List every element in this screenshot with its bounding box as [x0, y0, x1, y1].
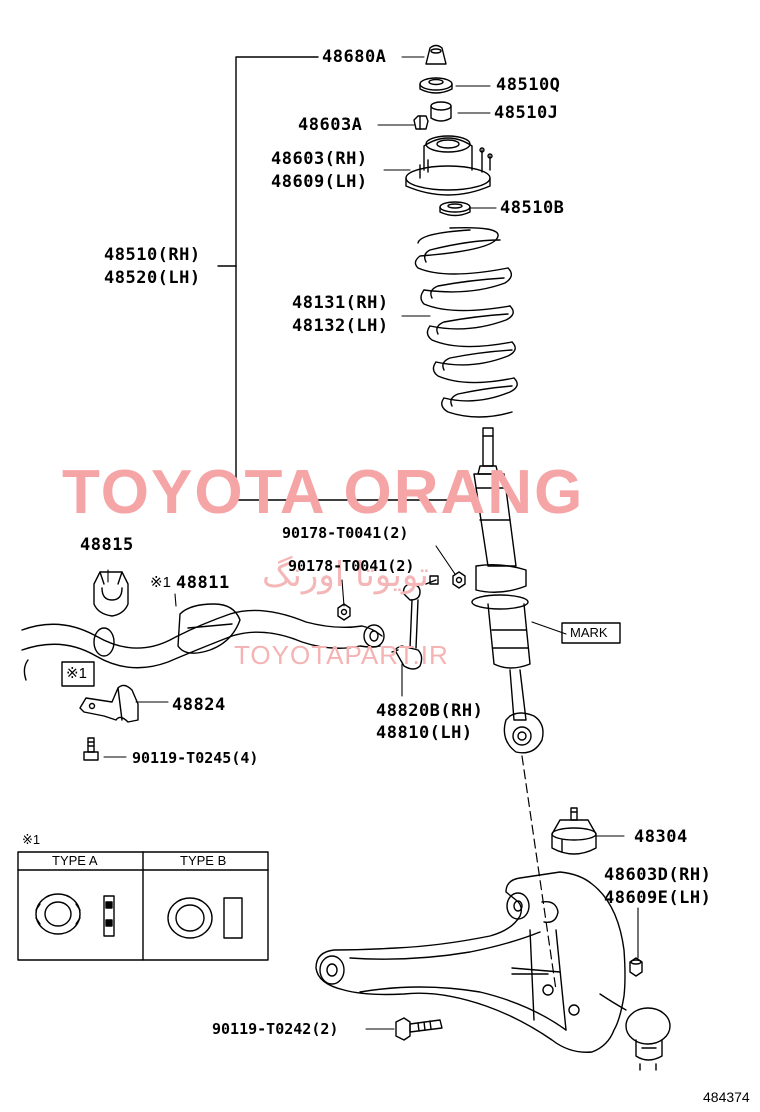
part-label-48820B-rh: 48820B(RH) [376, 701, 484, 721]
part-label-48520-lh: 48520(LH) [104, 268, 201, 288]
part-label-48603D-rh: 48603D(RH) [604, 865, 712, 885]
watermark-title: TOYOTA ORANG [62, 458, 585, 527]
coil-spring-48131 [414, 226, 518, 418]
part-label-90178-a: 90178-T0041(2) [282, 524, 409, 542]
part-label-48132-lh: 48132(LH) [292, 316, 389, 336]
nut-90178-b [337, 603, 351, 621]
dust-cap-48680A [425, 44, 447, 65]
bushing-48510J [430, 101, 452, 122]
insulator-48510B [439, 201, 471, 217]
type-b-bushing-drawing [167, 897, 243, 939]
part-label-48603-rh: 48603(RH) [271, 149, 368, 169]
mark-label-box [561, 622, 621, 644]
part-label-90178-b: 90178-T0041(2) [288, 557, 415, 575]
assembly-bracket-line [217, 56, 473, 501]
stabilizer-bar-48811 [21, 603, 385, 681]
diagram-id: 484374 [703, 1089, 750, 1105]
lower-control-arm [315, 871, 627, 1053]
bolt-90119-T0245 [83, 737, 99, 761]
leader-lines [103, 56, 639, 1030]
part-label-48510Q: 48510Q [496, 75, 561, 95]
part-label-48510J: 48510J [494, 103, 559, 123]
washer-48510Q [419, 77, 453, 94]
part-label-48815: 48815 [80, 535, 134, 555]
note-marker-box [61, 661, 95, 687]
stabilizer-link-48820B [391, 575, 439, 670]
part-label-48304: 48304 [634, 827, 688, 847]
note-mark-48811: ※1 [150, 574, 171, 591]
part-label-48609E-lh: 48609E(LH) [604, 888, 712, 908]
part-label-90119-T0242: 90119-T0242(2) [212, 1020, 339, 1038]
bolt-90119-T0242 [395, 1017, 443, 1041]
type-a-header: TYPE A [52, 853, 98, 868]
ball-joint [625, 1007, 671, 1071]
note-mark-box-text: ※1 [66, 665, 87, 682]
part-label-48510B: 48510B [500, 198, 565, 218]
alignment-dashed-line [521, 755, 557, 991]
stabilizer-bracket-48824 [79, 684, 139, 723]
type-a-bushing-drawing [35, 893, 115, 937]
stabilizer-bushing-48815 [93, 571, 129, 617]
nut-48603D [629, 957, 643, 977]
part-label-48510-rh: 48510(RH) [104, 245, 201, 265]
nut-90178-a [452, 571, 466, 589]
upper-mount-48603 [405, 135, 493, 196]
watermark-url: TOYOTAPART.IR [234, 640, 449, 670]
mark-label: MARK [570, 625, 608, 640]
watermark-persian: تویوتا اورنگ [262, 555, 429, 595]
part-label-48810-lh: 48810(LH) [376, 723, 473, 743]
part-label-90119-T0245: 90119-T0245(4) [132, 749, 259, 767]
part-label-48603A: 48603A [298, 115, 363, 135]
part-label-48680A: 48680A [322, 47, 387, 67]
type-b-header: TYPE B [180, 853, 227, 868]
bump-stopper-48304 [551, 807, 597, 855]
part-label-48811: 48811 [176, 573, 230, 593]
part-label-48824: 48824 [172, 695, 226, 715]
shock-absorber [471, 427, 544, 754]
part-label-48609-lh: 48609(LH) [271, 172, 368, 192]
part-label-48131-rh: 48131(RH) [292, 293, 389, 313]
type-table [17, 851, 269, 961]
nut-48603A [413, 115, 429, 130]
note-mark-small: ※1 [22, 832, 41, 847]
